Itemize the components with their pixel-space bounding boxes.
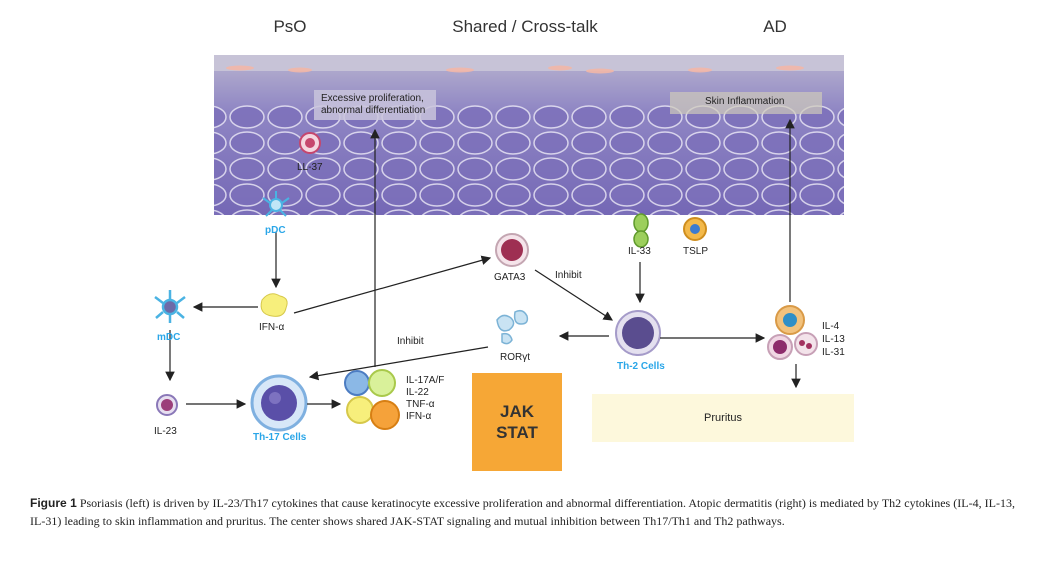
column-title-shared: Shared / Cross-talk — [452, 17, 598, 36]
th2-cell-icon — [615, 310, 661, 356]
caption-label: Figure 1 — [30, 496, 77, 510]
cytokine-cluster-icon — [344, 369, 400, 430]
stat-label: STAT — [496, 423, 538, 442]
il13-label: IL-13 — [822, 334, 845, 345]
pathway-arrows — [165, 118, 801, 409]
th2-label: Th-2 Cells — [617, 361, 665, 372]
inhibit-label-roryt: Inhibit — [397, 336, 424, 347]
tnf-label: TNF-α — [406, 399, 435, 410]
ad-effector-cells-icon — [767, 305, 818, 360]
pruritus-box: Pruritus — [592, 394, 854, 442]
pso-note-line-1: Excessive proliferation, — [321, 93, 424, 104]
ad-tissue-note: Skin Inflammation — [705, 96, 785, 107]
column-title-pso: PsO — [273, 17, 307, 36]
pso-tissue-note: Excessive proliferation, abnormal differ… — [321, 93, 425, 117]
ifn-alpha-label: IFN-α — [259, 322, 285, 333]
pso-note-line-2: abnormal differentiation — [321, 105, 426, 116]
pathway-diagram — [154, 55, 844, 432]
il33-label: IL-33 — [628, 246, 651, 257]
gata3-label: GATA3 — [494, 272, 526, 283]
il22-label: IL-22 — [406, 387, 429, 398]
il23-label: IL-23 — [154, 426, 177, 437]
gata3-cell-icon — [495, 233, 529, 267]
th17-cytokines-list: IL-17A/F IL-22 TNF-α IFN-α — [406, 375, 444, 423]
jak-stat-box: JAK STAT — [472, 373, 562, 471]
jak-label: JAK — [499, 402, 534, 421]
pdc-label: pDC — [265, 225, 286, 236]
th17-label: Th-17 Cells — [253, 432, 307, 443]
th2-cytokines-list: IL-4 IL-13 IL-31 — [822, 320, 845, 359]
inhibit-label-gata3: Inhibit — [555, 270, 582, 281]
ad-note-box — [670, 92, 822, 114]
roryt-icon — [496, 309, 529, 345]
th17-cell-icon — [250, 374, 308, 432]
ifn-alpha-2-label: IFN-α — [406, 411, 432, 422]
il33-icon — [633, 213, 649, 248]
pso-note-box — [314, 90, 436, 120]
ifn-alpha-icon — [260, 293, 288, 317]
il4-label: IL-4 — [822, 321, 840, 332]
ll37-cell-icon — [299, 132, 321, 154]
il23-cell-icon — [156, 394, 178, 416]
tslp-icon — [683, 217, 707, 241]
il31-label: IL-31 — [822, 347, 845, 358]
column-title-ad: AD — [763, 17, 787, 36]
mdc-cell-icon — [154, 290, 186, 323]
tslp-label: TSLP — [683, 246, 709, 257]
roryt-label: RORγt — [500, 352, 530, 363]
ll37-label: LL-37 — [297, 162, 323, 173]
skin-tissue — [214, 55, 844, 215]
mdc-label: mDC — [157, 332, 181, 343]
pdc-cell-icon — [262, 191, 290, 217]
il17af-label: IL-17A/F — [406, 375, 445, 386]
caption-text: Psoriasis (left) is driven by IL-23/Th17… — [30, 496, 1015, 528]
figure-caption: Figure 1 Psoriasis (left) is driven by I… — [30, 494, 1015, 530]
